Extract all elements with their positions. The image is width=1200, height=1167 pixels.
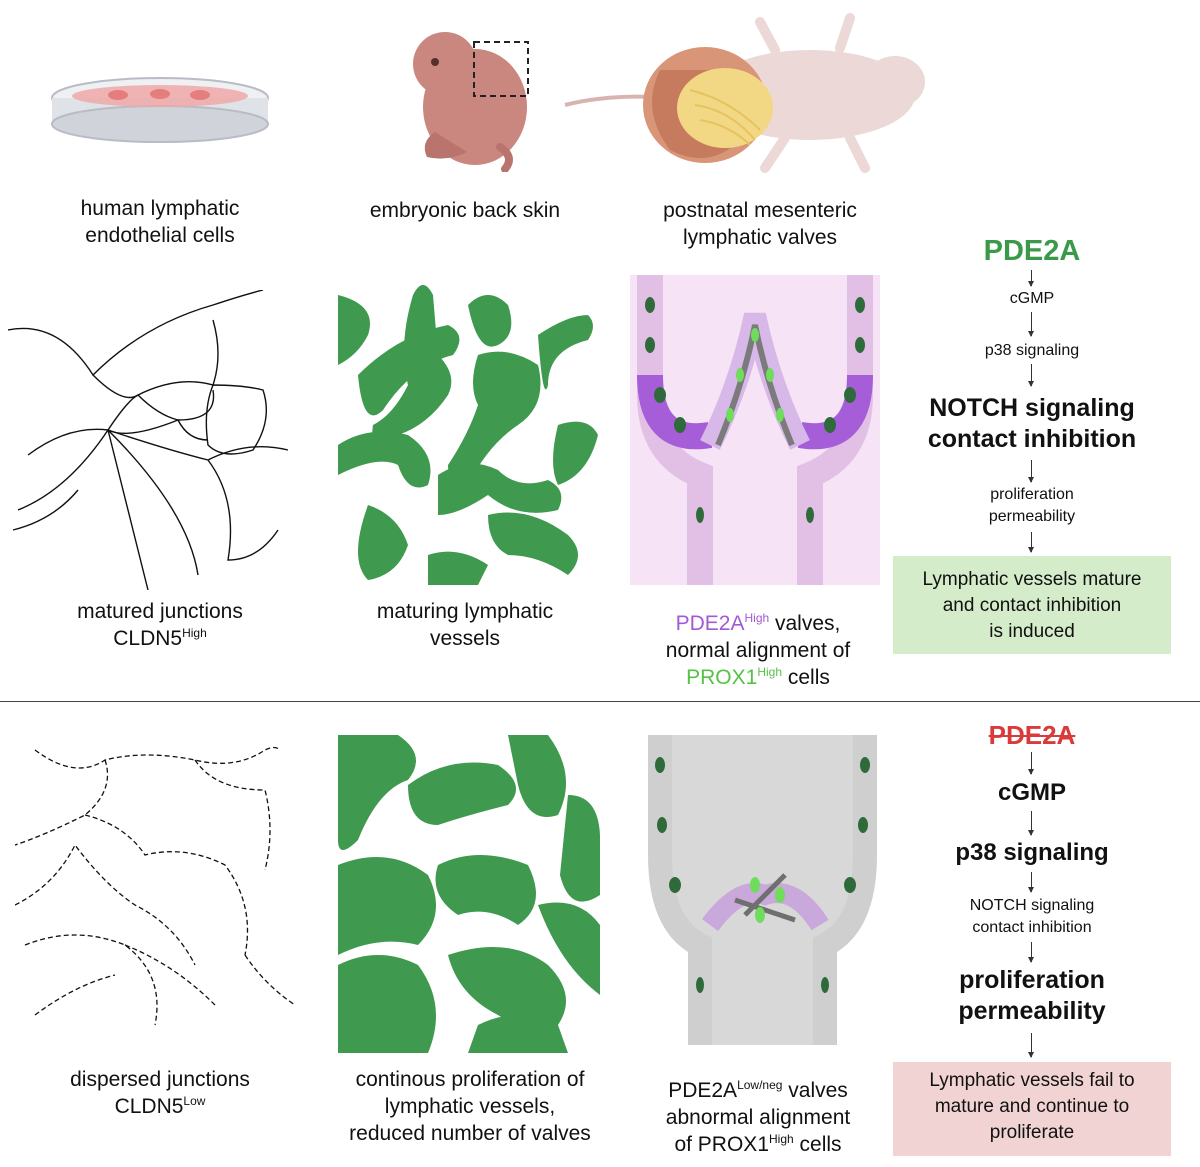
arrow: [1028, 1033, 1034, 1058]
arrow: [1028, 270, 1034, 287]
embryo-icon: [413, 32, 527, 172]
arrow: [1028, 364, 1034, 387]
abnormal-valve-drawing: [648, 735, 877, 1045]
culture-dish-icon: [51, 77, 269, 143]
normal-valve-drawing: [630, 275, 880, 585]
arrow: [1028, 811, 1034, 836]
section-divider: [0, 701, 1200, 702]
proliferating-vessels-drawing: [338, 735, 600, 1053]
dispersed-junctions-drawing: [15, 746, 296, 1026]
dashed-crop-box-icon: [473, 41, 529, 97]
cgmp-label: cGMP: [1009, 290, 1055, 307]
normal-valves-caption: PDE2AHigh valves, normal alignment of PR…: [665, 611, 851, 689]
arrow: [1028, 872, 1034, 893]
arrow: [1028, 532, 1034, 553]
arrow: [1028, 460, 1034, 483]
p38-bold-label: p38 signaling: [955, 839, 1109, 866]
embryo-caption: embryonic back skin: [369, 199, 561, 222]
cgmp-bold-label: cGMP: [997, 779, 1066, 806]
arrow: [1028, 312, 1034, 337]
arrow: [1028, 942, 1034, 963]
pde2a-loss-label: PDE2A: [988, 720, 1076, 750]
pde2a-normal-label: PDE2A: [983, 235, 1081, 267]
maturing-vessels-drawing: [338, 285, 598, 585]
p38-label: p38 signaling: [984, 342, 1080, 359]
arrow: [1028, 752, 1034, 775]
matured-junctions-caption: matured junctions CLDN5High: [77, 600, 243, 650]
matured-junctions-drawing: [8, 290, 289, 590]
abnormal-valves-caption: PDE2ALow/neg valves abnormal alignment o…: [665, 1078, 851, 1156]
dispersed-junctions-caption: dispersed junctions CLDN5Low: [70, 1068, 250, 1118]
mouse-icon: [564, 13, 925, 173]
